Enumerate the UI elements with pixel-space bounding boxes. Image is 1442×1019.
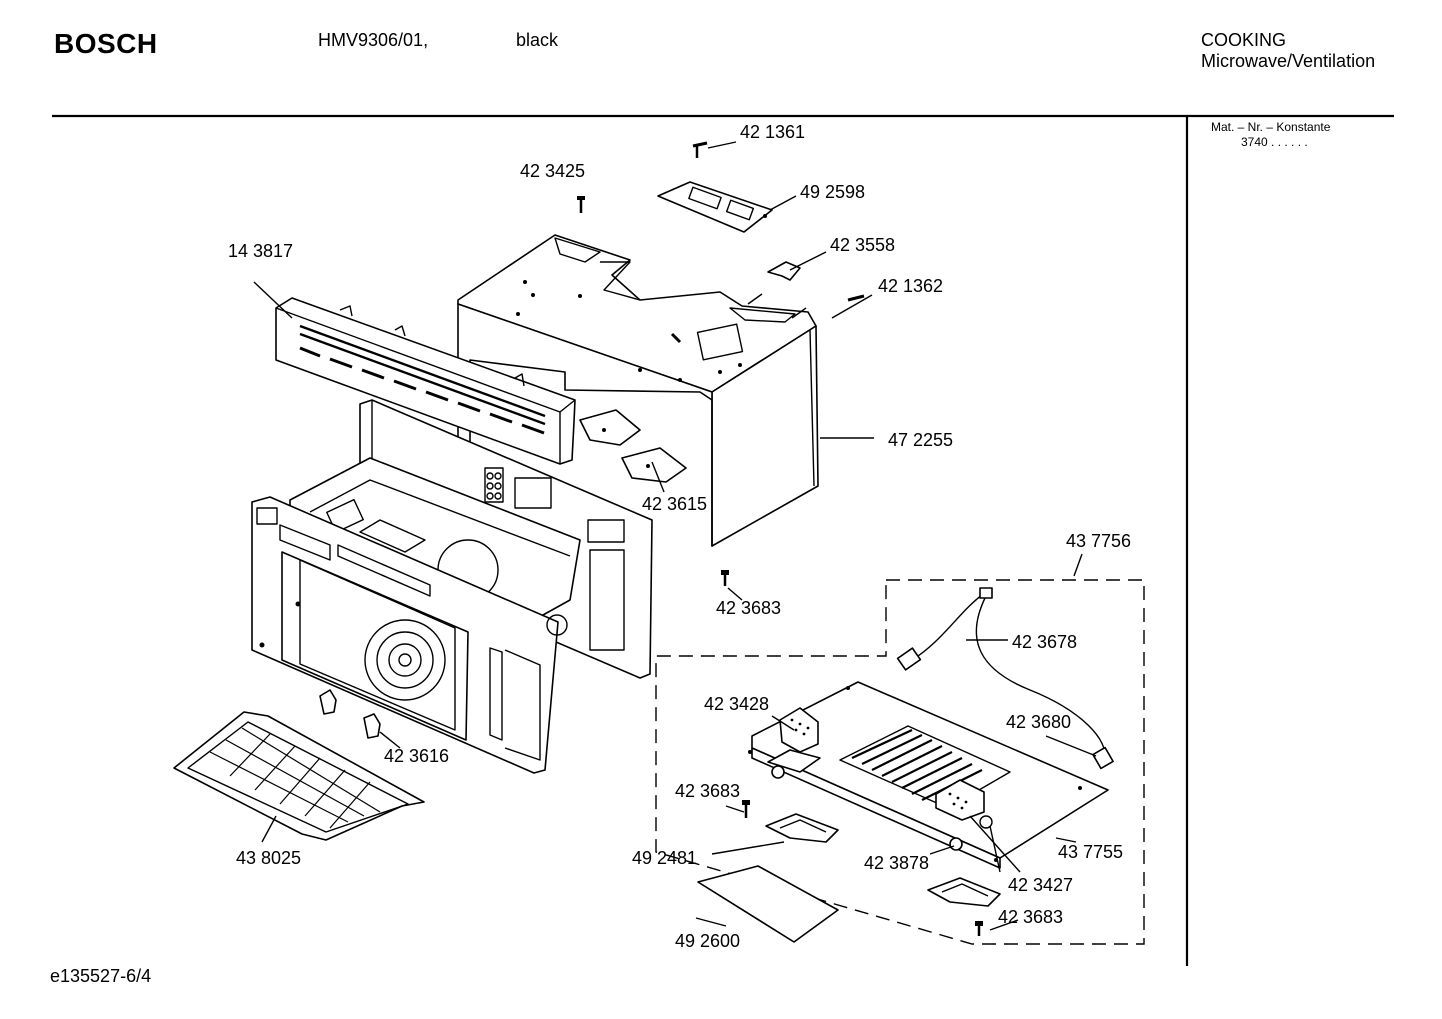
charcoal-filter	[697, 865, 839, 943]
part-label-423428: 42 3428	[704, 694, 769, 714]
part-label-421362: 42 1362	[878, 276, 943, 296]
part-label-423878: 42 3878	[864, 853, 929, 873]
latch-clips	[319, 689, 381, 739]
part-label-492481: 49 2481	[632, 848, 697, 868]
mat-nr-value: 3740 . . . . . .	[1241, 135, 1308, 149]
part-label-423683-c: 42 3683	[998, 907, 1063, 927]
subcategory: Microwave/Ventilation	[1201, 51, 1376, 71]
vent-damper-pieces	[765, 813, 1001, 907]
part-label-438025: 43 8025	[236, 848, 301, 868]
part-label-423683-a: 42 3683	[716, 598, 781, 618]
part-label-423678: 42 3678	[1012, 632, 1077, 652]
screw-icons	[577, 141, 983, 936]
part-label-423680: 42 3680	[1006, 712, 1071, 732]
brand-logo: BOSCH	[54, 28, 158, 59]
part-label-423616: 42 3616	[384, 746, 449, 766]
part-label-423558: 42 3558	[830, 235, 895, 255]
part-label-423615: 42 3615	[642, 494, 707, 514]
part-label-492600: 49 2600	[675, 931, 740, 951]
part-label-423425: 42 3425	[520, 161, 585, 181]
part-label-423427: 42 3427	[1008, 875, 1073, 895]
wire-harness	[896, 587, 1114, 770]
leader-lines	[253, 141, 1097, 931]
glass-tray	[173, 711, 425, 841]
filter-housing-3427	[935, 779, 993, 851]
front-frame	[251, 496, 568, 774]
side-hinge-brackets	[579, 409, 687, 483]
part-label-492598: 49 2598	[800, 182, 865, 202]
part-label-437756: 43 7756	[1066, 531, 1131, 551]
part-label-423683-b: 42 3683	[675, 781, 740, 801]
mat-nr-title: Mat. – Nr. – Konstante	[1211, 120, 1331, 134]
small-bracket	[767, 261, 801, 281]
part-label-421361: 42 1361	[740, 122, 805, 142]
top-grille-panel	[275, 297, 576, 465]
model-number: HMV9306/01,	[318, 30, 429, 50]
category: COOKING	[1201, 30, 1287, 50]
part-label-437755: 43 7755	[1058, 842, 1123, 862]
part-label-472255: 47 2255	[888, 430, 953, 450]
drawing-code: e135527-6/4	[50, 966, 152, 986]
control-board-bracket	[657, 181, 773, 233]
part-label-143817: 14 3817	[228, 241, 293, 261]
filter-housing-3428	[767, 707, 821, 779]
model-color: black	[516, 30, 559, 50]
bottom-plate	[748, 681, 1109, 869]
